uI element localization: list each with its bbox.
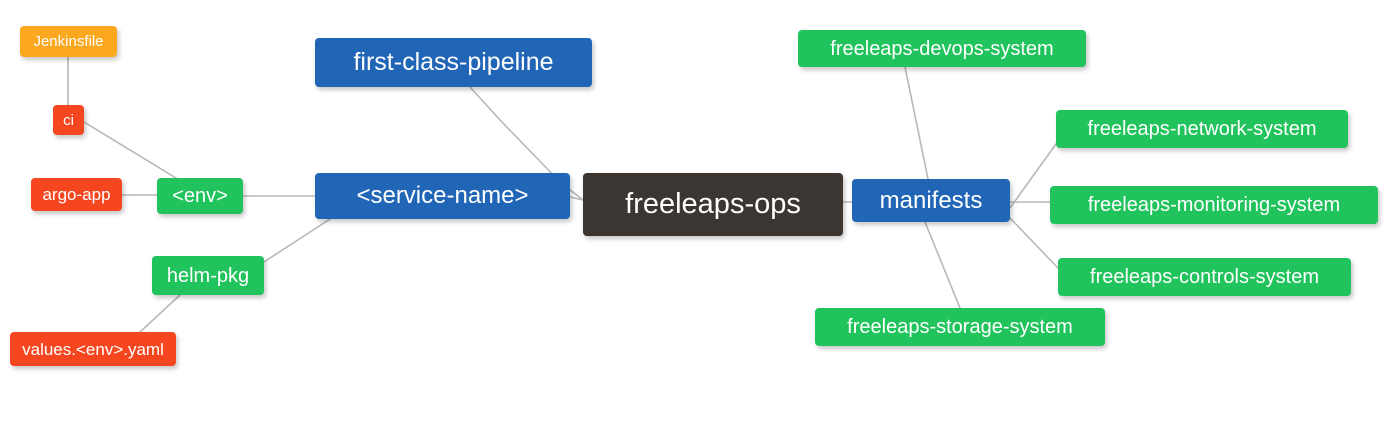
mindmap-node-pipeline[interactable]: first-class-pipeline [315, 38, 592, 87]
edge-service-to-helm [263, 218, 331, 263]
mindmap-node-values[interactable]: values.<env>.yaml [10, 332, 176, 366]
mindmap-node-ci[interactable]: ci [53, 105, 84, 135]
mindmap-node-network[interactable]: freeleaps-network-system [1056, 110, 1348, 148]
edge-manifests-to-devops [904, 66, 929, 180]
edge-helm-to-values [139, 294, 181, 333]
mindmap-node-root[interactable]: freeleaps-ops [583, 173, 843, 236]
mindmap-node-env[interactable]: <env> [157, 178, 243, 214]
mindmap-node-jenkinsfile[interactable]: Jenkinsfile [20, 26, 117, 57]
mindmap-node-storage[interactable]: freeleaps-storage-system [815, 308, 1105, 346]
mindmap-node-argoapp[interactable]: argo-app [31, 178, 122, 211]
edge-root-to-pipeline [469, 86, 584, 201]
mindmap-node-monitoring[interactable]: freeleaps-monitoring-system [1050, 186, 1378, 224]
edge-manifests-to-network [1009, 143, 1057, 209]
mindmap-node-helm[interactable]: helm-pkg [152, 256, 264, 295]
edge-root-to-service [569, 196, 584, 201]
edge-manifests-to-storage [924, 221, 961, 309]
mindmap-node-service[interactable]: <service-name> [315, 173, 570, 219]
edge-manifests-to-controls [1009, 217, 1059, 269]
mindmap-node-devops[interactable]: freeleaps-devops-system [798, 30, 1086, 67]
mindmap-node-controls[interactable]: freeleaps-controls-system [1058, 258, 1351, 296]
edge-env-to-ci [83, 121, 177, 179]
mindmap-node-manifests[interactable]: manifests [852, 179, 1010, 222]
